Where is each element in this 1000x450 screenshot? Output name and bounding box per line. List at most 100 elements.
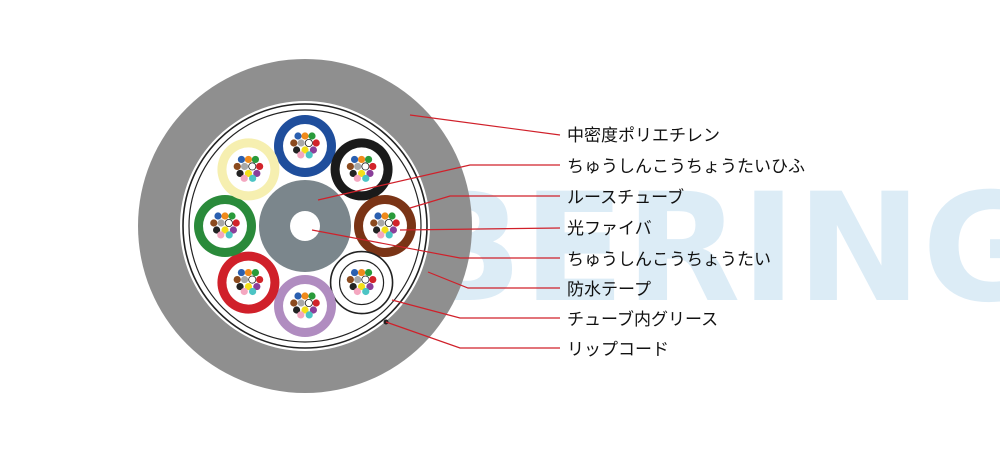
optical-fiber [301, 292, 309, 300]
optical-fiber [214, 212, 222, 220]
optical-fiber [248, 275, 257, 284]
label-ripcord: リップコード [567, 340, 669, 360]
optical-fiber [362, 174, 370, 182]
leader-line-fiber [399, 227, 561, 231]
optical-fiber [249, 287, 257, 296]
optical-fiber [240, 275, 249, 284]
optical-fiber [233, 275, 241, 284]
optical-fiber [388, 212, 396, 220]
optical-fiber [364, 268, 373, 277]
optical-fiber [312, 139, 320, 147]
optical-fiber [309, 146, 317, 154]
tube-gel-filled-core [283, 124, 327, 168]
optical-fiber [385, 231, 393, 239]
loose-tube-purple [274, 275, 336, 337]
label-optical-fiber: 光ファイバ [567, 219, 652, 239]
optical-fiber [210, 219, 218, 227]
optical-fiber [305, 151, 313, 159]
optical-fiber [308, 292, 316, 300]
optical-fiber [374, 212, 382, 220]
loose-tube-brown [354, 195, 416, 257]
optical-fiber [346, 275, 354, 284]
optical-fiber [389, 226, 397, 234]
optical-fiber [301, 132, 309, 140]
optical-fiber [312, 299, 320, 307]
leader-line-loose-tube [409, 195, 560, 209]
leader-line-water-tape [427, 271, 560, 289]
optical-fiber [237, 155, 246, 164]
optical-fiber [349, 282, 357, 291]
optical-fiber [294, 132, 302, 140]
optical-fiber [297, 139, 305, 147]
optical-fiber [240, 174, 248, 182]
optical-fiber [237, 268, 246, 277]
optical-fiber [354, 275, 362, 284]
optical-fiber [304, 298, 313, 307]
optical-fiber [217, 219, 225, 227]
optical-fiber [256, 275, 264, 284]
optical-fiber [392, 219, 400, 227]
optical-fiber [357, 282, 366, 291]
optical-fiber [213, 226, 221, 234]
optical-fiber [290, 299, 298, 307]
label-loose-tube: ルースチューブ [567, 187, 684, 208]
optical-fiber [384, 218, 393, 227]
optical-fiber [377, 231, 385, 239]
optical-fiber [362, 287, 370, 296]
label-tube-grease: チューブ内グリース [567, 309, 718, 330]
optical-fiber [253, 169, 261, 178]
leader-line-central-member [311, 229, 560, 259]
optical-fiber [366, 282, 374, 291]
optical-fiber [225, 231, 233, 239]
optical-fiber [244, 169, 253, 178]
optical-fiber [301, 306, 309, 314]
optical-fiber [233, 162, 241, 171]
optical-fiber [377, 219, 385, 227]
optical-fiber [294, 292, 302, 300]
optical-fiber [357, 155, 366, 164]
optical-fiber [236, 169, 244, 178]
leader-lines [311, 114, 561, 349]
tube-gel-filled-core [203, 204, 247, 248]
optical-fiber [251, 268, 260, 277]
optical-fiber [224, 218, 233, 227]
optical-fiber [364, 155, 373, 164]
leader-line-jacket [409, 114, 561, 136]
labels: 中密度ポリエチレン ちゅうしんこうちょうたいひふ ルースチューブ 光ファイバ ち… [567, 126, 805, 360]
leader-line-ripcord [385, 321, 560, 349]
optical-fiber [297, 311, 305, 319]
loose-tube-black [330, 138, 393, 201]
optical-fiber [229, 226, 237, 234]
optical-fiber [370, 219, 378, 227]
optical-fiber [381, 212, 389, 220]
optical-fiber [354, 162, 362, 171]
optical-fiber [236, 282, 244, 291]
optical-fiber [350, 155, 359, 164]
optical-fiber [297, 151, 305, 159]
optical-fiber [290, 139, 298, 147]
optical-fiber [350, 268, 359, 277]
tube-gel-filled-core [226, 147, 271, 192]
tube-gel-filled-core [226, 260, 271, 305]
optical-fiber [373, 226, 381, 234]
optical-fiber [353, 287, 361, 296]
optical-fiber [249, 174, 257, 182]
optical-fiber [221, 212, 229, 220]
central-strength-member [290, 211, 320, 241]
optical-fiber [349, 169, 357, 178]
optical-fiber [381, 226, 389, 234]
optical-fiber [361, 275, 370, 284]
optical-fiber [244, 282, 253, 291]
water-blocking-tape [182, 103, 428, 349]
loose-tube-blue [274, 115, 336, 177]
optical-fiber [232, 219, 240, 227]
optical-fiber [293, 146, 301, 154]
optical-fiber [256, 162, 264, 171]
optical-fiber [228, 212, 236, 220]
optical-fiber [366, 169, 374, 178]
optical-fiber [309, 306, 317, 314]
tube-gel-filled-core [338, 259, 385, 306]
optical-fiber [248, 162, 257, 171]
label-jacket: 中密度ポリエチレン [567, 126, 720, 146]
optical-fiber [346, 162, 354, 171]
